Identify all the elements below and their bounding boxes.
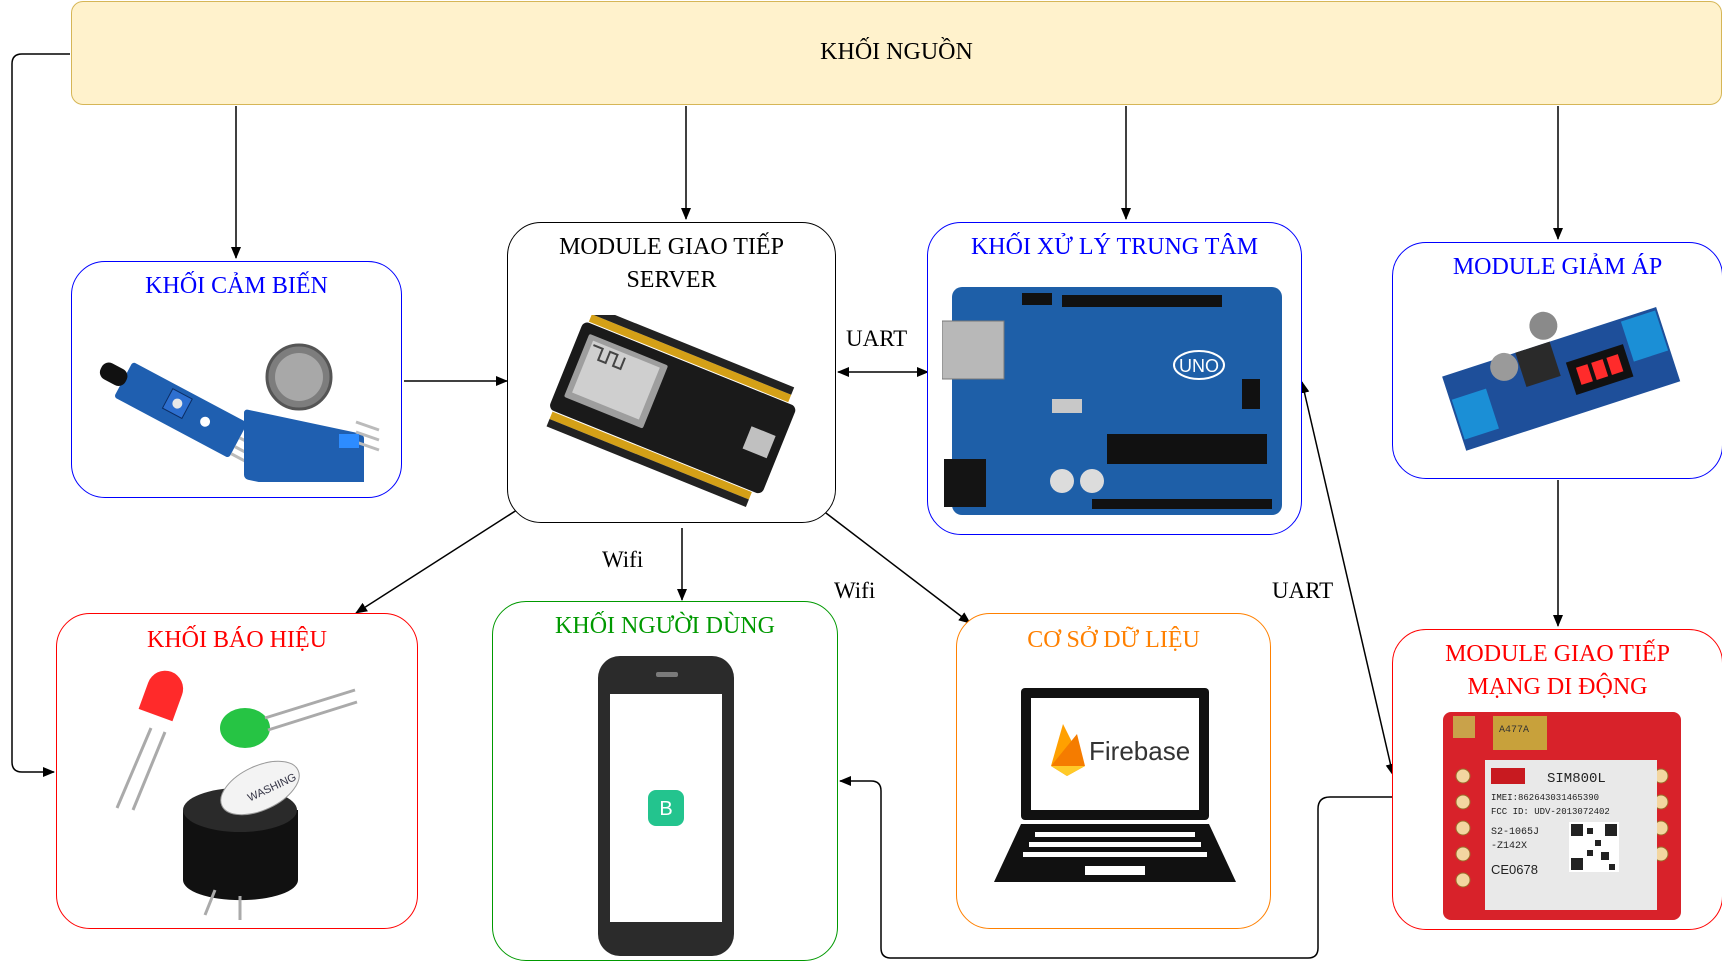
label-wifi-db: Wifi bbox=[834, 578, 875, 604]
buzzer-icon: WASHING bbox=[183, 750, 307, 920]
arduino-logo-text: UNO bbox=[1179, 356, 1219, 376]
cpu-block: KHỐI XỬ LÝ TRUNG TÂM UNO bbox=[927, 222, 1302, 535]
green-led-icon bbox=[220, 690, 357, 748]
sim-brand-label: SIM800L bbox=[1547, 771, 1606, 787]
buck-module-title: MODULE GIẢM ÁP bbox=[1393, 251, 1722, 284]
arduino-illustration: UNO bbox=[942, 279, 1287, 521]
user-block: KHỐI NGƯỜI DÙNG B bbox=[492, 601, 838, 961]
qr-code-icon bbox=[1569, 822, 1619, 872]
label-uart-server-cpu: UART bbox=[846, 326, 907, 352]
sim-model-label: S2-1065J bbox=[1491, 827, 1539, 838]
gsm-module-block: MODULE GIAO TIẾP MẠNG DI ĐỘNG A477A SIM8… bbox=[1392, 629, 1722, 930]
database-block-title: CƠ SỞ DỮ LIỆU bbox=[957, 624, 1270, 657]
sensor-block-title: KHỐI CẢM BIẾN bbox=[72, 270, 401, 303]
sim-imei-label: IMEI:862643031465390 bbox=[1491, 793, 1599, 803]
alarm-block-title: KHỐI BÁO HIỆU bbox=[57, 624, 417, 657]
edge-server-alarm bbox=[356, 508, 520, 613]
label-uart-cpu-gsm: UART bbox=[1272, 578, 1333, 604]
label-wifi-user: Wifi bbox=[602, 547, 643, 573]
sim-chip-label: A477A bbox=[1499, 725, 1529, 736]
sim-ce-label: CE0678 bbox=[1491, 862, 1538, 877]
laptop-illustration: Firebase bbox=[989, 684, 1239, 890]
red-led-icon bbox=[117, 670, 188, 810]
sim-fcc-label: FCC ID: UDV-2013072402 bbox=[1491, 807, 1610, 817]
sensor-block: KHỐI CẢM BIẾN bbox=[71, 261, 402, 498]
sensor-illustration bbox=[94, 322, 384, 482]
sim800l-illustration: A477A SIM800L IMEI:862643031465390 FCC I… bbox=[1441, 710, 1683, 922]
alarm-block: KHỐI BÁO HIỆU WASHING bbox=[56, 613, 418, 929]
blynk-logo-text: B bbox=[659, 798, 672, 820]
alarm-illustration: WASHING bbox=[65, 670, 410, 920]
buck-module-block: MODULE GIẢM ÁP bbox=[1392, 242, 1722, 479]
firebase-label: Firebase bbox=[1089, 736, 1190, 766]
sim-model2-label: -Z142X bbox=[1491, 841, 1527, 852]
server-module-block: MODULE GIAO TIẾP SERVER bbox=[507, 222, 836, 523]
power-block: KHỐI NGUỒN bbox=[71, 1, 1722, 105]
power-block-title: KHỐI NGUỒN bbox=[72, 36, 1721, 69]
server-module-title: MODULE GIAO TIẾP SERVER bbox=[533, 231, 810, 297]
buck-converter-illustration bbox=[1431, 285, 1691, 465]
user-block-title: KHỐI NGƯỜI DÙNG bbox=[493, 610, 837, 643]
smartphone-illustration: B bbox=[596, 654, 736, 959]
gsm-module-title: MODULE GIAO TIẾP MẠNG DI ĐỘNG bbox=[1413, 638, 1702, 704]
database-block: CƠ SỞ DỮ LIỆU Firebase bbox=[956, 613, 1271, 929]
cpu-block-title: KHỐI XỬ LÝ TRUNG TÂM bbox=[928, 231, 1301, 264]
nodemcu-illustration bbox=[536, 315, 806, 510]
